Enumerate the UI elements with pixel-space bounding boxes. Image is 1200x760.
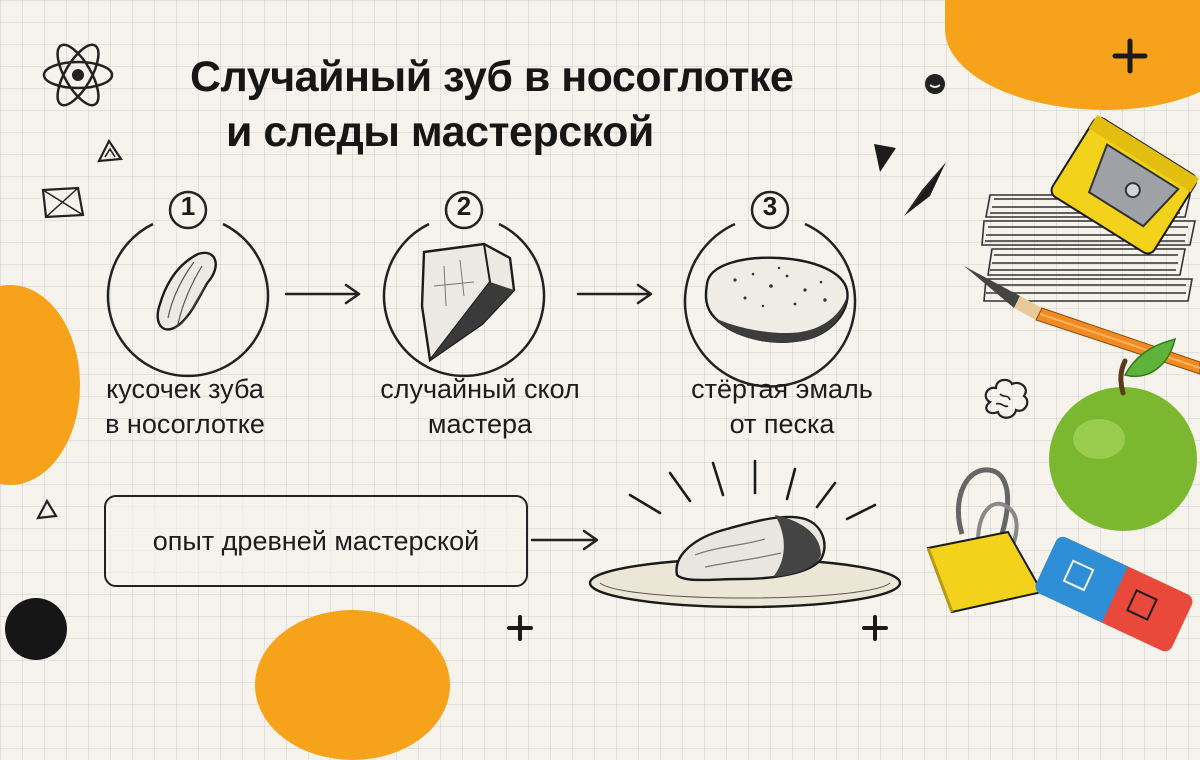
conclusion-label: опыт древней мастерской xyxy=(152,525,480,556)
chipped-tooth-icon xyxy=(420,242,516,363)
cube-doodle-icon xyxy=(41,186,85,219)
arrow-right-icon-2 xyxy=(576,283,653,305)
orange-blob-top-right xyxy=(945,0,1200,110)
shine-rays xyxy=(628,459,877,521)
spike-icon-1 xyxy=(874,144,896,172)
tooth-fragment-1-icon xyxy=(156,251,217,331)
step-1-caption: кусочек зуба в носоглотке xyxy=(55,372,315,442)
title-line-1: Случайный зуб в носоглотке xyxy=(190,53,794,101)
step-2-caption-line-2: мастера xyxy=(427,409,533,439)
sharpener-icon xyxy=(1050,114,1200,255)
smiley-icon xyxy=(925,74,945,94)
step-3-caption-line-2: от песка xyxy=(729,409,835,439)
plus-icon-top xyxy=(1112,38,1148,74)
step-2-caption-line-1: случайный скол xyxy=(380,374,580,404)
orange-blob-bottom xyxy=(255,610,450,760)
step-2-number: 2 xyxy=(456,191,472,221)
atom-icon xyxy=(42,43,114,107)
step-2-circle xyxy=(382,190,546,378)
step-3-number: 3 xyxy=(762,191,778,221)
plus-icon-bottom-2 xyxy=(862,615,888,641)
binder-clip-icon xyxy=(926,467,1044,614)
step-1-circle xyxy=(106,190,270,378)
arrow-right-icon-1 xyxy=(284,283,361,305)
step-1-number: 1 xyxy=(180,191,196,221)
worn-enamel-icon xyxy=(704,256,849,343)
step-3-circle xyxy=(683,190,857,388)
step-3-caption: стёртая эмаль от песка xyxy=(652,372,912,442)
brain-icon xyxy=(984,378,1029,419)
triangle-icon xyxy=(97,138,123,163)
step-3-caption-line-1: стёртая эмаль xyxy=(691,374,873,404)
step-2-caption: случайный скол мастера xyxy=(350,372,610,442)
triangle-icon-small xyxy=(36,498,58,520)
title-line-2: и следы мастерской xyxy=(226,108,654,156)
black-dot-bottom-left xyxy=(5,598,67,660)
arrow-right-icon-3 xyxy=(530,529,599,551)
spike-icon-2 xyxy=(904,162,946,216)
plus-icon-bottom-1 xyxy=(507,615,533,641)
eraser-icon xyxy=(1035,536,1193,652)
step-1-caption-line-1: кусочек зуба xyxy=(106,374,264,404)
apple-icon xyxy=(1049,337,1197,531)
stone-on-plate-illustration xyxy=(588,459,902,609)
step-1-caption-line-2: в носоглотке xyxy=(105,409,265,439)
page-title: Случайный зуб в носоглотке и следы масте… xyxy=(190,50,794,160)
conclusion-box: опыт древней мастерской xyxy=(104,495,528,587)
